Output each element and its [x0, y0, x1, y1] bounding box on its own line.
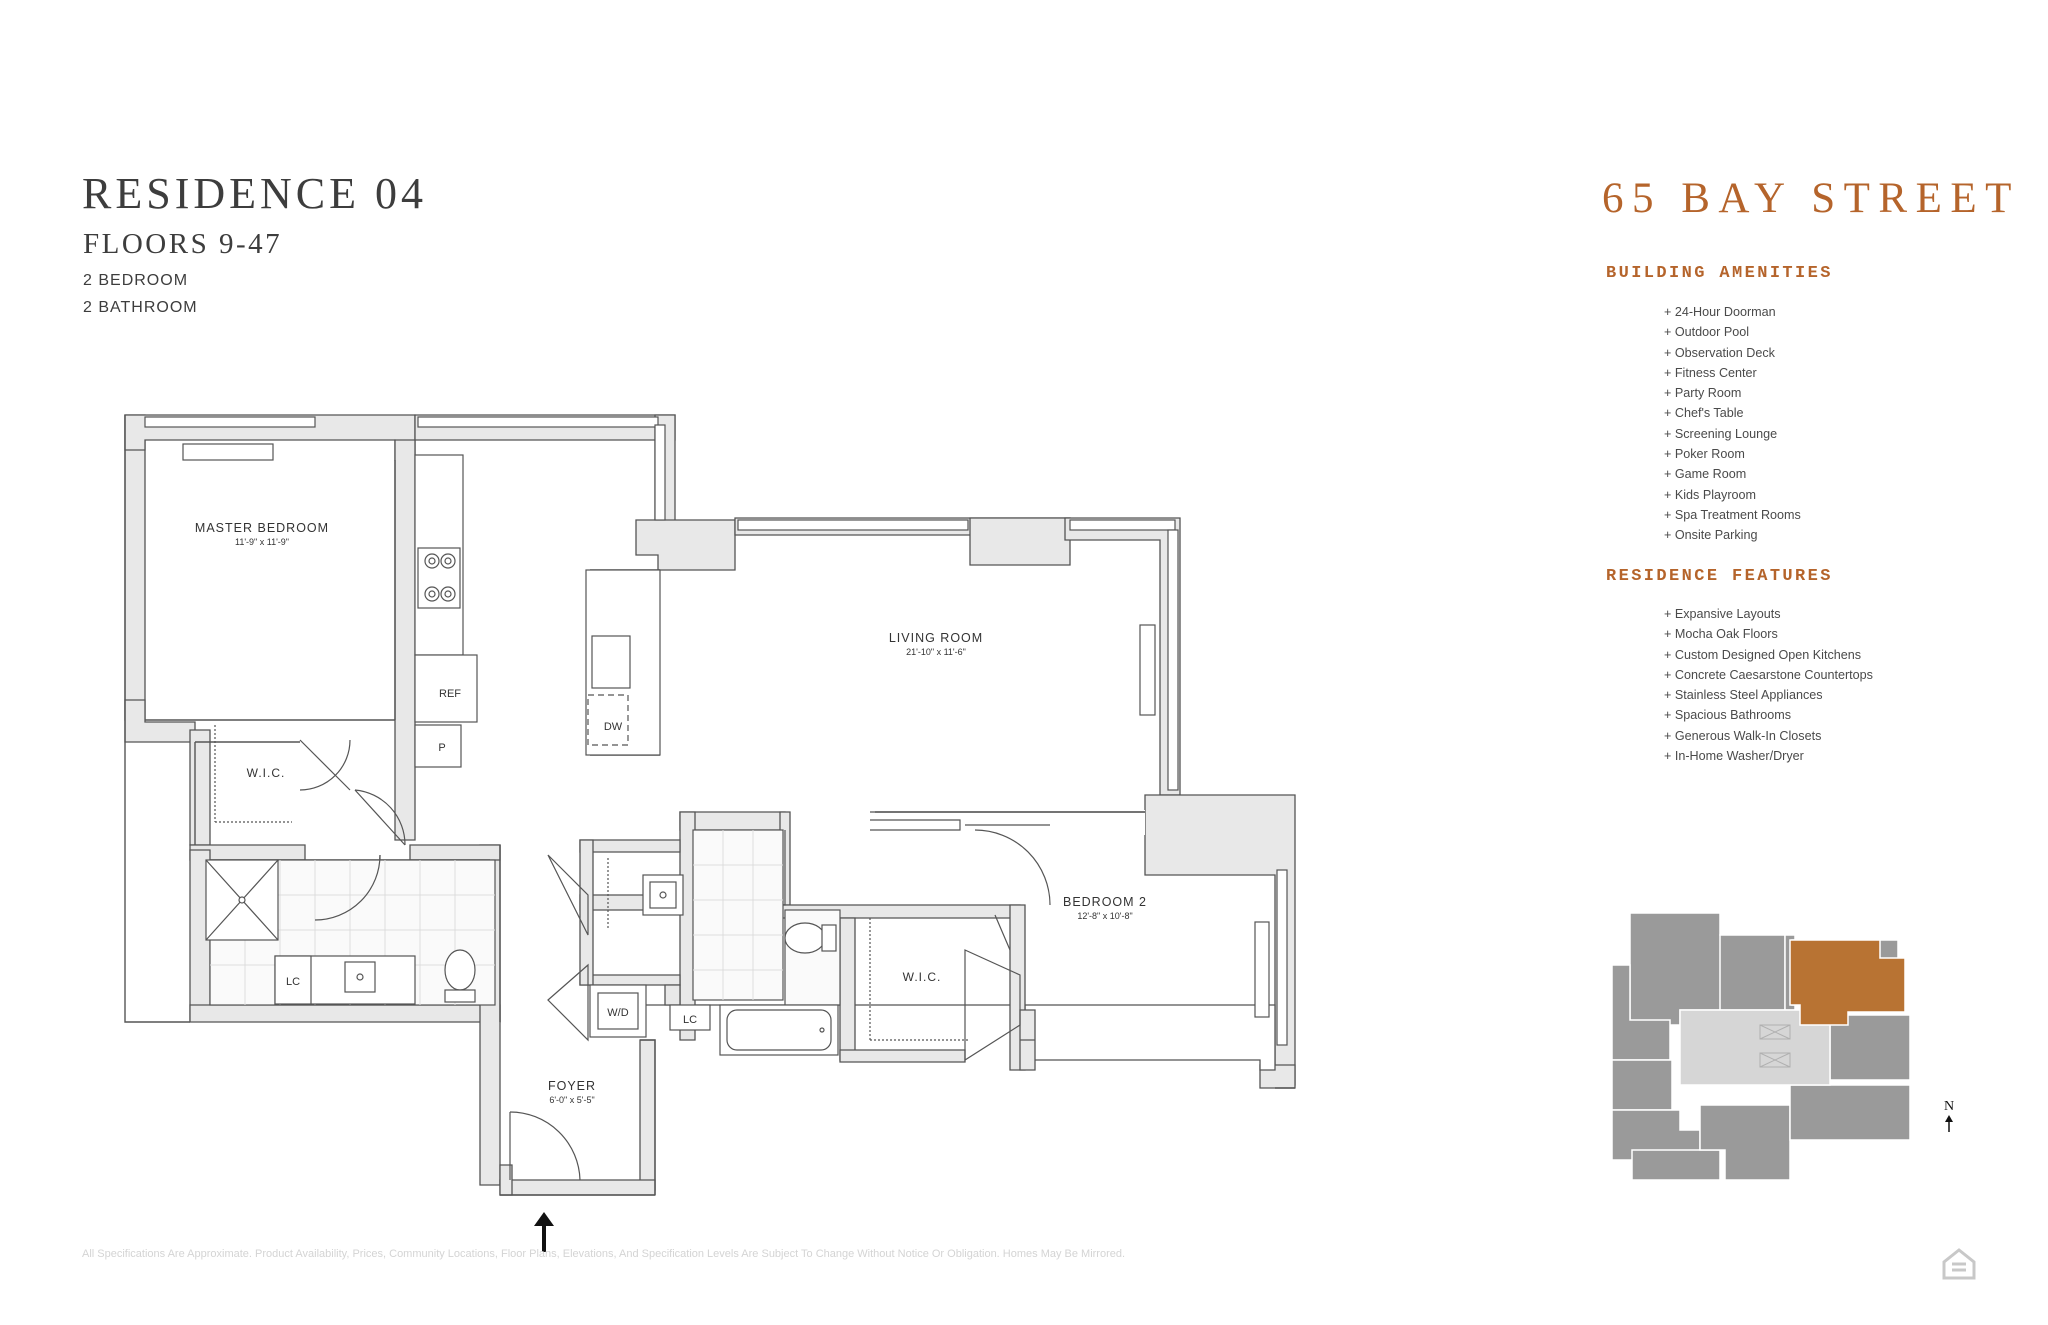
entry-arrow-icon: [534, 1212, 554, 1252]
dishwasher-label: DW: [604, 721, 623, 733]
bathroom-count: 2 BATHROOM: [83, 299, 198, 316]
amenities-heading: BUILDING AMENITIES: [1606, 264, 1833, 283]
living-room-label: LIVING ROOM: [889, 631, 983, 645]
master-bedroom-label: MASTER BEDROOM: [195, 521, 329, 535]
living-room-dims: 21'-10" x 11'-6": [906, 647, 966, 657]
bedroom2-wic-label: W.I.C.: [903, 970, 942, 984]
list-item: + Concrete Caesarstone Countertops: [1664, 667, 1873, 682]
room-labels: MASTER BEDROOM 11'-9" x 11'-9" LIVING RO…: [195, 521, 1147, 1105]
linen-closet-label: LC: [683, 1014, 697, 1026]
windows: [144, 416, 1288, 1046]
list-item: + Game Room: [1664, 467, 1747, 482]
washer-dryer-label: W/D: [607, 1007, 628, 1019]
unit-04-highlight: [1789, 939, 1906, 1026]
linen-closet-label: LC: [286, 976, 300, 988]
residence-title: RESIDENCE 04: [82, 169, 427, 218]
list-item: + Spacious Bathrooms: [1664, 708, 1792, 723]
pantry-label: P: [438, 742, 445, 754]
list-item: + 24-Hour Doorman: [1664, 305, 1776, 319]
bedroom2-dims: 12'-8" x 10'-8": [1077, 911, 1132, 921]
list-item: + Outdoor Pool: [1664, 325, 1750, 340]
amenities-list: + 24-Hour Doorman + Outdoor Pool + Obser…: [1664, 302, 1801, 546]
list-item: + Spa Treatment Rooms: [1664, 507, 1801, 522]
list-item: + Onsite Parking: [1664, 528, 1758, 543]
unit-block: [1611, 1059, 1673, 1111]
disclaimer: All Specifications Are Approximate. Prod…: [82, 1248, 1126, 1260]
core-block: [1679, 1009, 1831, 1086]
residence-floors: FLOORS 9-47: [83, 228, 283, 260]
list-item: + Stainless Steel Appliances: [1664, 688, 1823, 703]
list-item: + Fitness Center: [1664, 365, 1757, 380]
list-item: + Kids Playroom: [1664, 487, 1757, 502]
north-arrow-icon: [1945, 1115, 1953, 1132]
north-label: N: [1944, 1099, 1954, 1114]
building-name: 65 BAY STREET: [1602, 175, 2020, 222]
list-item: + Poker Room: [1664, 447, 1745, 462]
list-item: + In-Home Washer/Dryer: [1664, 749, 1804, 764]
list-item: + Party Room: [1664, 386, 1742, 401]
foyer-label: FOYER: [548, 1079, 596, 1093]
key-plan-core-detail: [1759, 1024, 1791, 1068]
list-item: + Observation Deck: [1664, 345, 1775, 360]
list-item: + Generous Walk-In Closets: [1664, 728, 1822, 743]
list-item: + Custom Designed Open Kitchens: [1664, 647, 1862, 662]
master-bath: [205, 854, 496, 1006]
unit-block: [1789, 1084, 1911, 1141]
master-wic-label: W.I.C.: [247, 766, 286, 780]
foyer-dims: 6'-0" x 5'-5": [549, 1095, 594, 1105]
list-item: + Mocha Oak Floors: [1664, 627, 1778, 642]
bedroom-count: 2 BEDROOM: [83, 272, 189, 289]
list-item: + Screening Lounge: [1664, 426, 1778, 441]
refrigerator-label: REF: [439, 688, 461, 700]
list-item: + Expansive Layouts: [1664, 607, 1781, 621]
unit-block: [1631, 1149, 1721, 1181]
closet-shelves: [214, 725, 968, 1041]
second-bath: [589, 829, 841, 1056]
equal-housing-icon: [1942, 1248, 1976, 1280]
features-list: + Expansive Layouts + Mocha Oak Floors +…: [1664, 604, 1873, 766]
unit-block: [1719, 934, 1786, 1011]
key-plan: [1611, 912, 1911, 1181]
kitchen: [414, 454, 661, 768]
list-item: + Chef's Table: [1664, 406, 1744, 421]
features-heading: RESIDENCE FEATURES: [1606, 567, 1833, 586]
master-bedroom-dims: 11'-9" x 11'-9": [235, 537, 289, 547]
bedroom2-label: BEDROOM 2: [1063, 895, 1147, 909]
